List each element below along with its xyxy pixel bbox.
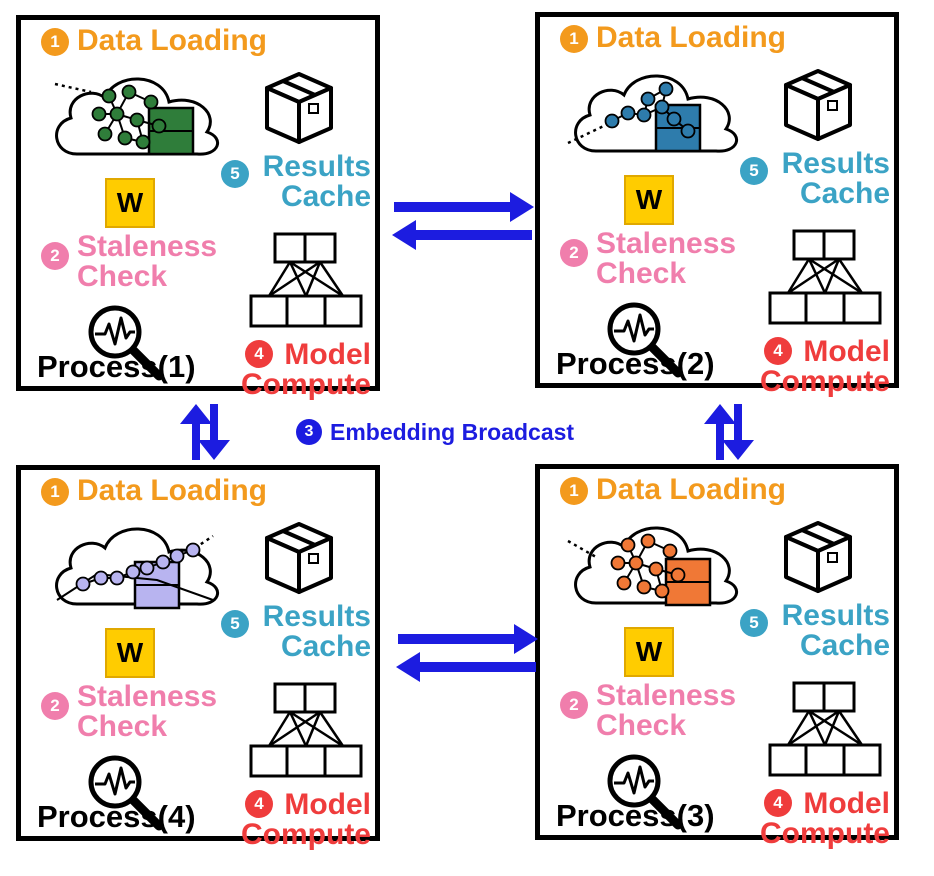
process-label: Process(4): [37, 799, 196, 834]
staleness-check-number: 2: [41, 242, 69, 270]
model-compute-number: 4: [245, 790, 273, 818]
results-cache-number: 5: [740, 157, 768, 185]
right-arrow-icon: [398, 624, 538, 654]
results-cache-number: 5: [221, 160, 249, 188]
data-loading-label: Data Loading: [596, 473, 787, 506]
box-icon: [784, 521, 852, 593]
neural-network-icon: [249, 682, 363, 778]
process-label: Process(1): [37, 349, 196, 384]
w-badge-icon: W: [105, 178, 155, 228]
staleness-check-number: 2: [41, 692, 69, 720]
w-badge-icon: W: [105, 628, 155, 678]
staleness-check-number: 2: [560, 239, 588, 267]
up-arrow-icon: [704, 404, 736, 460]
data-loading-number: 1: [41, 478, 69, 506]
data-loading-number: 1: [41, 28, 69, 56]
sync-arrows-bottom: [396, 624, 538, 682]
w-badge-icon: W: [624, 627, 674, 677]
cloud-graph-icon: [55, 527, 220, 610]
box-icon: [265, 72, 333, 144]
embedding-broadcast-number: 3: [296, 419, 322, 445]
cloud-graph-icon: [54, 77, 220, 156]
process-label: Process(2): [556, 346, 715, 381]
model-compute-number: 4: [245, 340, 273, 368]
w-badge-icon: W: [624, 175, 674, 225]
results-cache-number: 5: [740, 609, 768, 637]
cloud-graph-icon: [567, 526, 739, 607]
sync-arrows-top: [392, 192, 534, 250]
magnifier-waveform-icon: [607, 754, 683, 830]
magnifier-waveform-icon: [607, 302, 683, 378]
sync-arrows-left: [180, 404, 230, 460]
data-loading-number: 1: [560, 477, 588, 505]
staleness-check-number: 2: [560, 691, 588, 719]
process-label: Process(3): [556, 798, 715, 833]
data-loading-number: 1: [560, 25, 588, 53]
down-arrow-icon: [722, 404, 754, 460]
sync-arrows-right: [704, 404, 754, 460]
left-arrow-icon: [396, 652, 536, 682]
neural-network-icon: [768, 229, 882, 325]
data-loading-label: Data Loading: [596, 21, 787, 54]
box-icon: [265, 522, 333, 594]
neural-network-icon: [249, 232, 363, 328]
box-icon: [784, 69, 852, 141]
embedding-broadcast-label: Embedding Broadcast: [330, 419, 575, 445]
data-loading-label: Data Loading: [77, 474, 268, 507]
down-arrow-icon: [198, 404, 230, 460]
model-compute-number: 4: [764, 789, 792, 817]
neural-network-icon: [768, 681, 882, 777]
magnifier-waveform-icon: [88, 305, 164, 381]
magnifier-waveform-icon: [88, 755, 164, 831]
data-loading-label: Data Loading: [77, 24, 268, 57]
cloud-graph-icon: [567, 74, 739, 153]
right-arrow-icon: [394, 192, 534, 222]
model-compute-number: 4: [764, 337, 792, 365]
left-arrow-icon: [392, 220, 532, 250]
results-cache-number: 5: [221, 610, 249, 638]
up-arrow-icon: [180, 404, 212, 460]
